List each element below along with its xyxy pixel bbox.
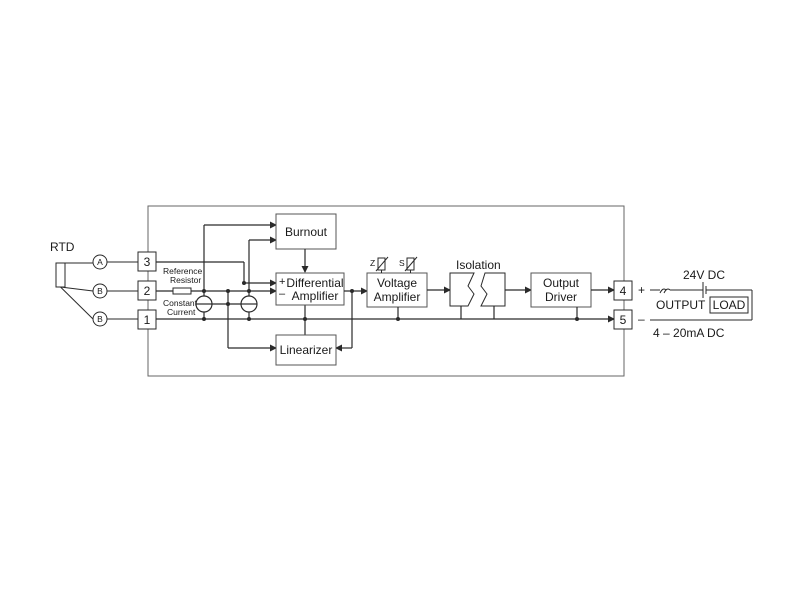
lead-b-top-label: B <box>97 286 103 296</box>
minus-sign: – <box>638 312 645 326</box>
zero-label: Z <box>370 258 375 268</box>
reference-resistor-label-2: Resistor <box>170 275 201 285</box>
reference-resistor <box>172 287 192 295</box>
linearizer-label: Linearizer <box>280 343 333 357</box>
linearizer-block: Linearizer <box>275 334 337 366</box>
differential-amplifier-label-2: Amplifier <box>292 289 339 303</box>
voltage-amplifier-block: Voltage Amplifier <box>366 272 428 308</box>
terminal-1: 1 <box>137 309 157 330</box>
current-range-label: 4 – 20mA DC <box>653 326 725 340</box>
amp-plus: + <box>279 276 285 288</box>
terminal-4-label: 4 <box>620 284 627 298</box>
terminal-3-label: 3 <box>144 255 151 269</box>
rtd-sensor: RTD <box>50 240 94 320</box>
plus-sign: + <box>638 283 645 297</box>
load-box: LOAD <box>709 296 749 314</box>
lead-a: A <box>92 254 108 270</box>
terminal-5: 5 <box>613 309 633 330</box>
lead-a-label: A <box>97 257 103 267</box>
output-label: OUTPUT <box>656 298 706 312</box>
constant-current-label-1: Constant <box>163 298 198 308</box>
burnout-block: Burnout <box>275 213 337 250</box>
rtd-label: RTD <box>50 240 75 254</box>
span-adjust-icon: S <box>399 256 418 273</box>
burnout-label: Burnout <box>285 225 328 239</box>
lead-b-top: B <box>92 283 108 299</box>
output-driver-block: Output Driver <box>530 272 592 308</box>
voltage-amplifier-label-1: Voltage <box>377 276 417 290</box>
differential-amplifier-label-1: Differential <box>286 276 343 290</box>
terminal-2: 2 <box>137 280 157 301</box>
output-driver-label-2: Driver <box>545 290 577 304</box>
span-label: S <box>399 258 405 268</box>
reference-resistor-label-1: Reference <box>163 266 202 276</box>
zero-adjust-icon: Z <box>370 256 389 273</box>
output-wiring <box>650 282 753 321</box>
terminal-3: 3 <box>137 251 157 272</box>
amp-minus: – <box>279 288 286 300</box>
output-driver-label-1: Output <box>543 276 580 290</box>
constant-current-label-2: Current <box>167 307 196 317</box>
isolation-label: Isolation <box>456 258 501 272</box>
terminal-2-label: 2 <box>144 284 151 298</box>
differential-amplifier-block: + – Differential Amplifier <box>275 272 345 306</box>
terminal-1-label: 1 <box>144 313 151 327</box>
constant-current-source-2 <box>240 295 258 313</box>
lead-b-bottom-label: B <box>97 314 103 324</box>
voltage-amplifier-label-2: Amplifier <box>374 290 421 304</box>
constant-current-source-1 <box>195 295 213 313</box>
lead-b-bottom: B <box>92 311 108 327</box>
terminal-5-label: 5 <box>620 313 627 327</box>
terminal-4: 4 <box>613 280 633 301</box>
load-label: LOAD <box>713 298 746 312</box>
isolation-barrier <box>449 272 506 307</box>
supply-label: 24V DC <box>683 268 725 282</box>
